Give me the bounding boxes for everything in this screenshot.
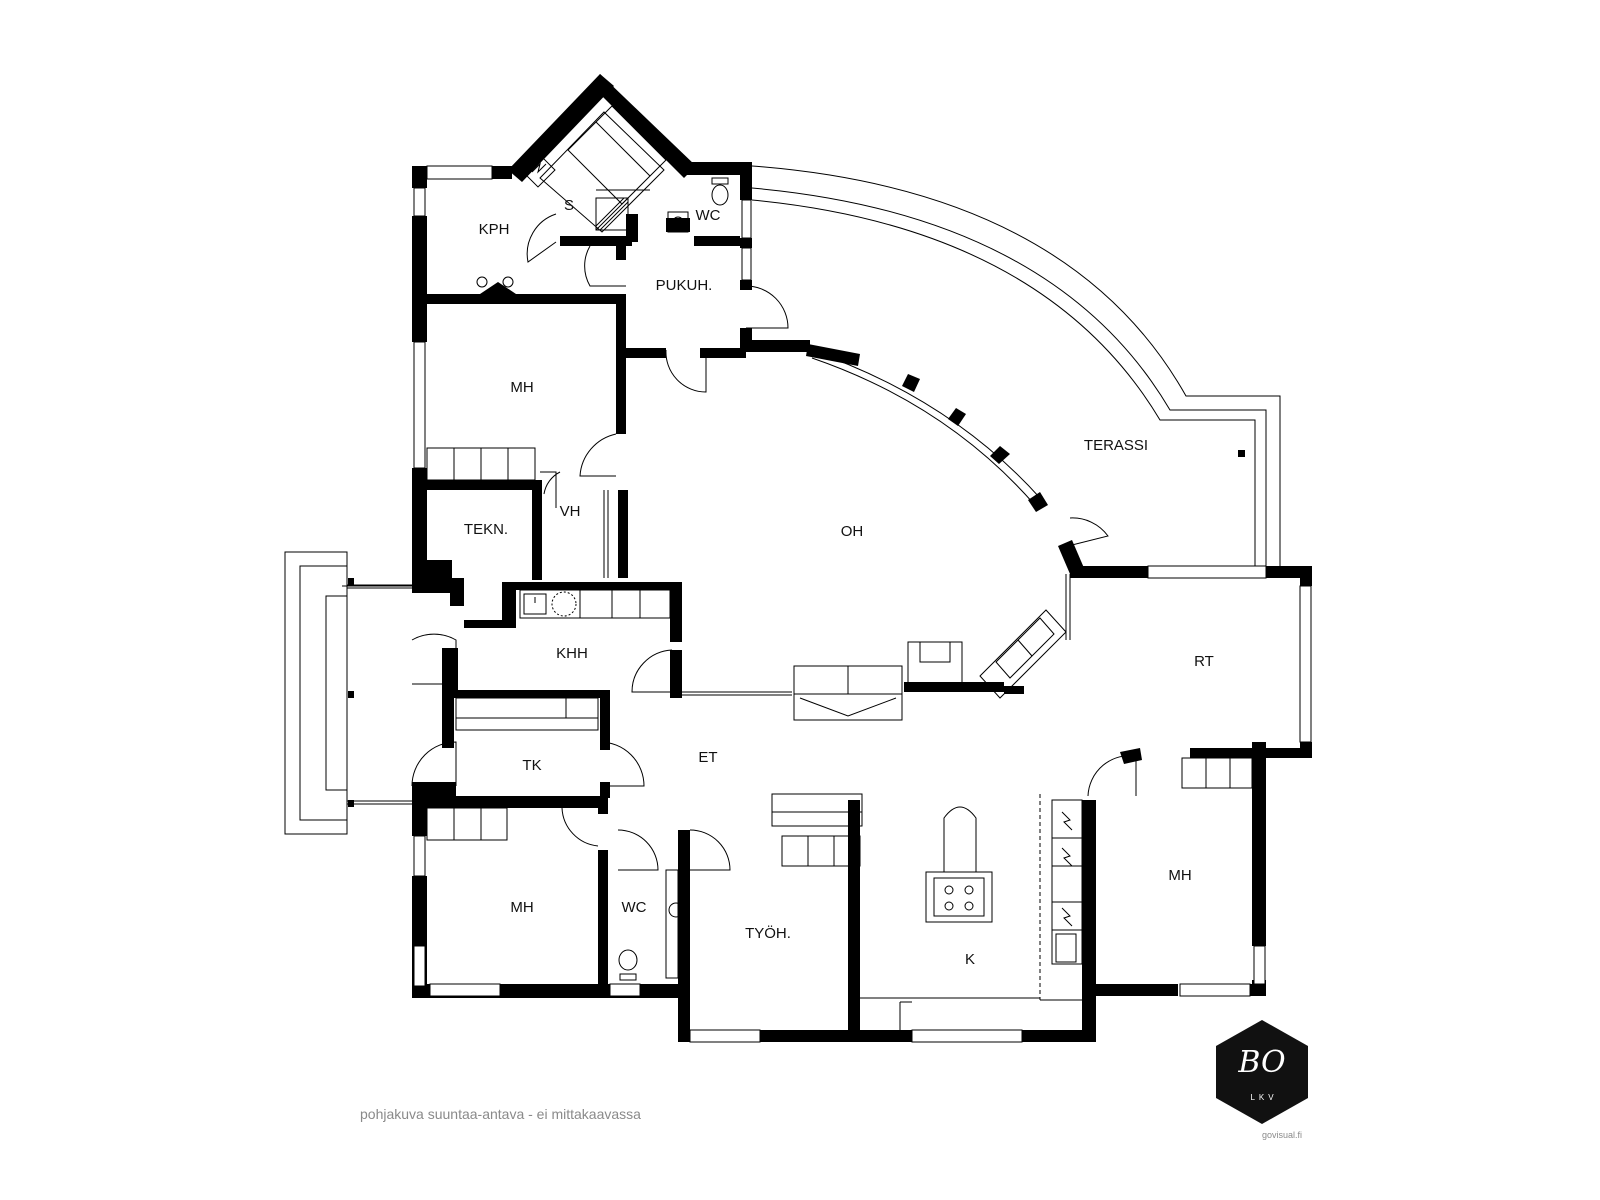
disclaimer-caption: pohjakuva suuntaa-antava - ei mittakaava… xyxy=(360,1106,641,1122)
sauna-window xyxy=(581,77,669,149)
bo-lkv-logo: BO LKV xyxy=(1216,1020,1308,1124)
label-kph: KPH xyxy=(479,221,510,238)
label-terassi: TERASSI xyxy=(1084,437,1148,454)
label-khh: KHH xyxy=(556,645,588,662)
wall-post xyxy=(348,691,354,698)
label-mh-right: MH xyxy=(1168,867,1191,884)
label-rt: RT xyxy=(1194,653,1214,670)
label-oh: OH xyxy=(841,523,864,540)
room-labels: KPH S WC PUKUH. MH TERASSI TEKN. VH OH K… xyxy=(464,197,1214,968)
label-tk: TK xyxy=(522,757,541,774)
walls xyxy=(412,74,1312,1042)
label-wc-bottom: WC xyxy=(622,899,647,916)
label-vh: VH xyxy=(560,503,581,520)
entrance-steps xyxy=(284,551,412,835)
label-tekn: TEKN. xyxy=(464,521,508,538)
terrace-outline xyxy=(751,165,1281,572)
terrace-post xyxy=(1238,450,1245,457)
wall-post xyxy=(348,800,354,807)
windows xyxy=(413,165,1312,1043)
label-pukuh: PUKUH. xyxy=(656,277,713,294)
logo-mark: BO xyxy=(1237,1045,1285,1080)
label-wc-top: WC xyxy=(696,207,721,224)
arc-glazing xyxy=(342,349,1071,696)
wall-post xyxy=(348,578,354,585)
fixtures xyxy=(426,105,1253,1030)
label-sauna: S xyxy=(564,197,574,214)
label-mh-upper-left: MH xyxy=(510,379,533,396)
label-et: ET xyxy=(698,749,717,766)
credit-text: govisual.fi xyxy=(1262,1130,1303,1140)
door-swings xyxy=(411,213,1137,871)
label-k: K xyxy=(965,951,975,968)
label-mh-lower-left: MH xyxy=(510,899,533,916)
label-tyoh: TYÖH. xyxy=(745,924,791,942)
logo-sub: LKV xyxy=(1250,1093,1277,1102)
